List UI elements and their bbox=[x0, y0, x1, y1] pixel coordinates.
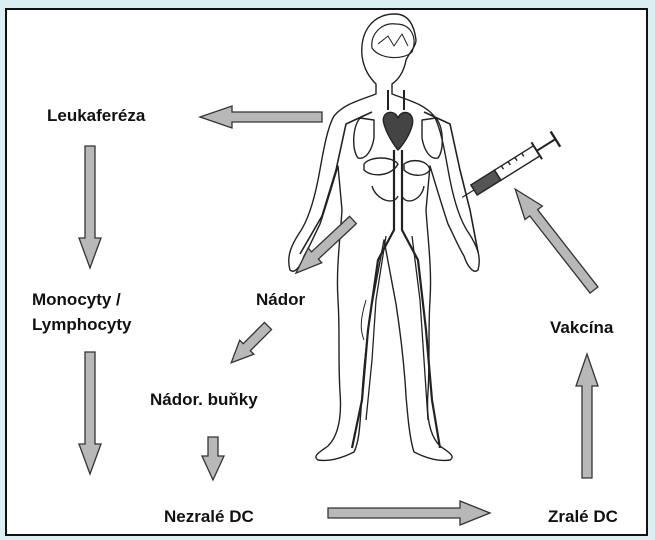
arrow-leukafereza-to-monocyty bbox=[79, 146, 101, 268]
label-monocyty-line2: Lymphocyty bbox=[32, 313, 132, 337]
label-nador: Nádor bbox=[256, 288, 305, 312]
arrow-monocyty-down bbox=[79, 352, 101, 474]
label-zrale-dc: Zralé DC bbox=[548, 505, 618, 529]
arrow-nezrale-to-zrale bbox=[328, 501, 490, 525]
arrow-body-to-leukafereza bbox=[200, 106, 322, 128]
label-vakcina: Vakcína bbox=[550, 316, 613, 340]
label-leukafereza: Leukaferéza bbox=[47, 104, 145, 128]
arrow-zrale-to-vakcina bbox=[576, 354, 598, 478]
label-monocyty-line1: Monocyty / bbox=[32, 288, 121, 312]
syringe-icon bbox=[457, 131, 561, 206]
label-nador-bunky: Nádor. buňky bbox=[150, 388, 258, 412]
arrow-bunky-to-nezrale bbox=[202, 437, 224, 480]
arrow-body-to-nador bbox=[289, 213, 360, 281]
arrow-vakcina-to-syringe bbox=[507, 182, 603, 296]
human-circulatory-system-icon bbox=[289, 14, 480, 461]
label-nezrale-dc: Nezralé DC bbox=[164, 505, 254, 529]
arrow-nador-to-bunky bbox=[224, 319, 275, 370]
